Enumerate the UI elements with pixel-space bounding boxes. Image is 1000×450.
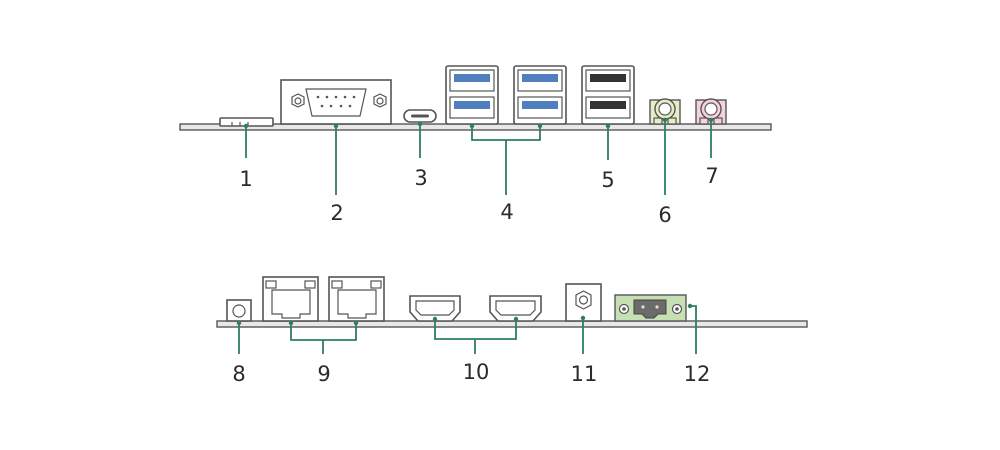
bottom-leader-lines xyxy=(236,303,697,354)
usb3-port-stack-right xyxy=(513,65,567,125)
serial-db9-port xyxy=(280,79,392,125)
callout-12: 12 xyxy=(684,362,711,386)
top-panel: 1 2 3 4 5 6 7 xyxy=(179,65,772,227)
callout-10: 10 xyxy=(463,360,490,384)
bottom-board-edge xyxy=(216,320,808,328)
callout-2: 2 xyxy=(330,201,343,225)
hdmi-port-right xyxy=(489,295,542,322)
callout-6: 6 xyxy=(658,203,671,227)
callout-4: 4 xyxy=(500,200,513,224)
callout-5: 5 xyxy=(601,168,614,192)
hdmi-port-left xyxy=(409,295,461,322)
bottom-panel: 8 9 10 11 12 xyxy=(216,276,808,386)
usb-type-c-port xyxy=(403,109,437,123)
callout-3: 3 xyxy=(414,166,427,190)
top-leader-lines xyxy=(243,117,714,195)
usb2-port-stack xyxy=(581,65,635,125)
callout-8: 8 xyxy=(232,362,245,386)
power-button xyxy=(226,299,252,322)
callout-1: 1 xyxy=(239,167,252,191)
dc-power-jack xyxy=(565,283,602,322)
ethernet-port-right xyxy=(328,276,385,322)
ethernet-port-left xyxy=(262,276,319,322)
usb3-port-stack-left xyxy=(445,65,499,125)
callout-11: 11 xyxy=(571,362,598,386)
callout-9: 9 xyxy=(317,362,330,386)
callout-7: 7 xyxy=(705,164,718,188)
terminal-block-connector xyxy=(614,294,687,322)
